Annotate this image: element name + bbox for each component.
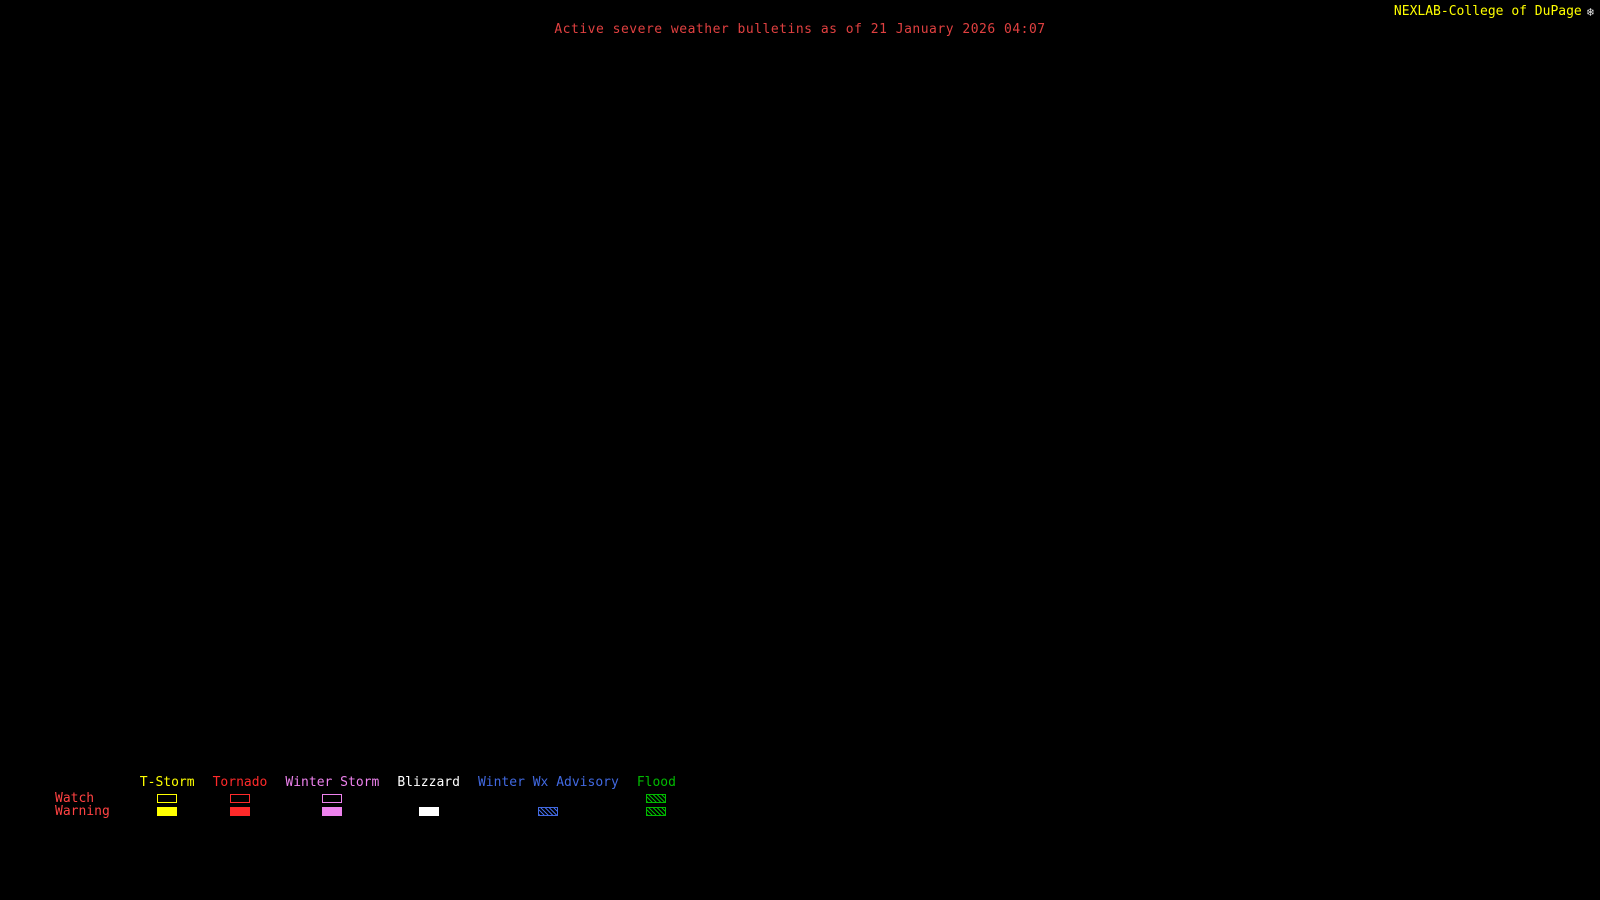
legend-item-label: Flood <box>636 775 676 790</box>
legend-item-winter-wx-advisory: Winter Wx Advisory <box>478 776 619 818</box>
legend-item-tstorm: T-Storm <box>140 776 195 818</box>
warning-swatch <box>418 807 439 816</box>
legend-item-tornado: Tornado <box>212 775 268 818</box>
legend-item-flood: Flood <box>637 776 676 818</box>
watch-swatch <box>646 794 667 803</box>
warning-swatch <box>229 807 250 816</box>
warning-swatch <box>538 807 559 816</box>
legend-row-labels-header <box>55 776 110 792</box>
legend: Watch Warning T-Storm Tornado Winter Sto… <box>55 775 676 820</box>
weather-logo-icon: ❄ <box>1586 4 1594 19</box>
page-title: Active severe weather bulletins as of 21… <box>554 22 1046 37</box>
watch-swatch <box>157 794 178 803</box>
legend-watch-label: Watch <box>55 791 95 806</box>
legend-item-label: T-Storm <box>139 775 195 790</box>
legend-row-labels: Watch Warning <box>55 776 110 819</box>
legend-item-label: Blizzard <box>397 775 460 790</box>
legend-item-label: Tornado <box>212 775 268 790</box>
legend-warning-label: Warning <box>55 804 110 819</box>
watch-swatch <box>229 794 250 803</box>
warning-swatch <box>157 807 178 816</box>
brand-text: NEXLAB-College of DuPage <box>1393 4 1582 19</box>
watch-swatch <box>322 794 343 803</box>
warning-swatch <box>322 807 343 816</box>
legend-item-label: Winter Storm <box>285 775 380 790</box>
legend-item-label: Winter Wx Advisory <box>477 775 619 790</box>
brand: NEXLAB-College of DuPage ❄ <box>1394 4 1594 19</box>
warning-swatch <box>646 807 667 816</box>
legend-item-blizzard: Blizzard <box>397 776 460 818</box>
legend-item-winter-storm: Winter Storm <box>285 776 379 818</box>
